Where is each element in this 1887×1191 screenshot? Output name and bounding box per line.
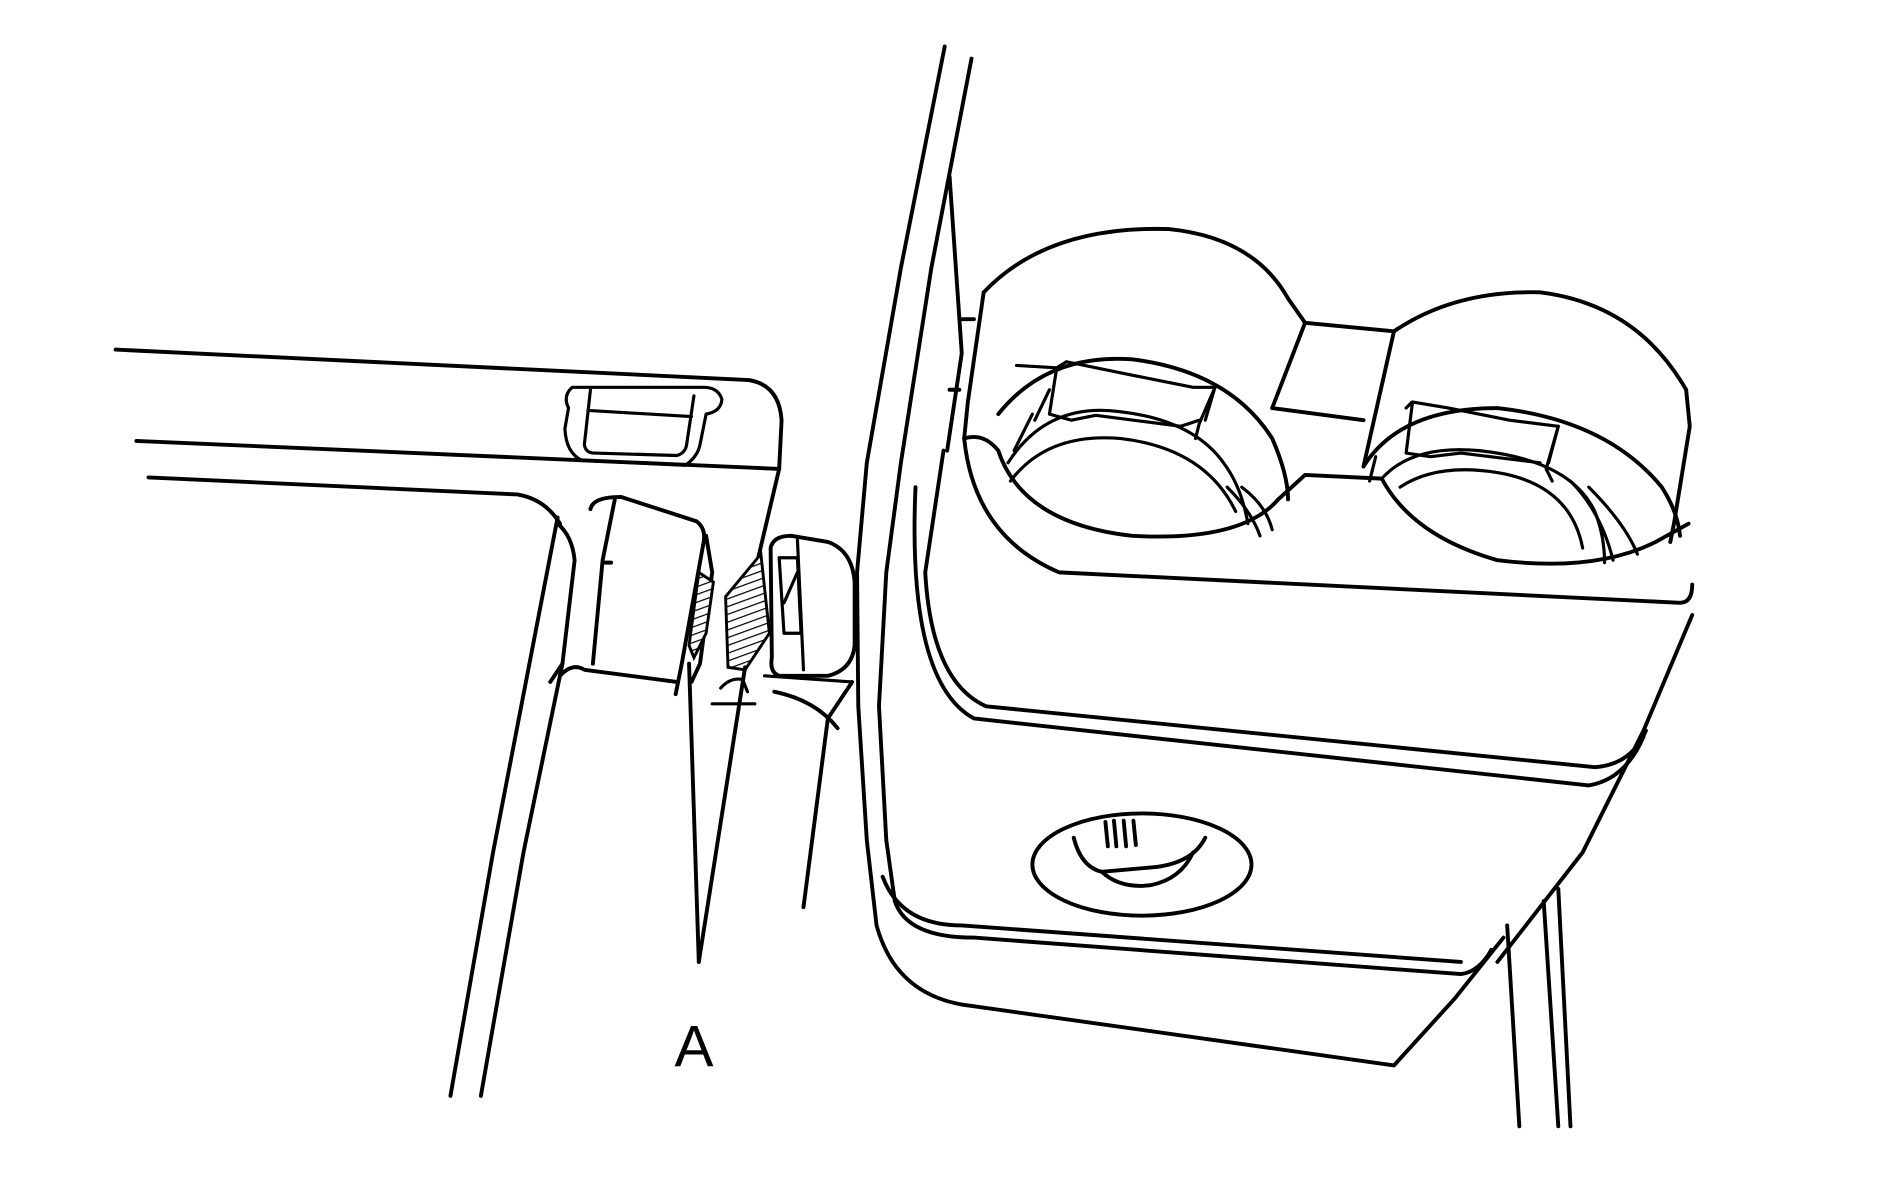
- console-side-edge: [855, 44, 1506, 1068]
- panel-tab: [563, 385, 724, 467]
- callout-label-a: A: [674, 1015, 713, 1080]
- retainer-pads-hatched: [687, 550, 771, 672]
- cup-holder-right: [1361, 400, 1682, 565]
- trim-panel: [113, 347, 784, 1098]
- retainer-clip: [710, 533, 857, 910]
- console-knob: [1030, 811, 1254, 918]
- cup-holder-left: [996, 356, 1290, 538]
- console-body: [880, 448, 1695, 1129]
- cup-holder-tray: [962, 226, 1695, 605]
- callout-a: A: [674, 661, 748, 1080]
